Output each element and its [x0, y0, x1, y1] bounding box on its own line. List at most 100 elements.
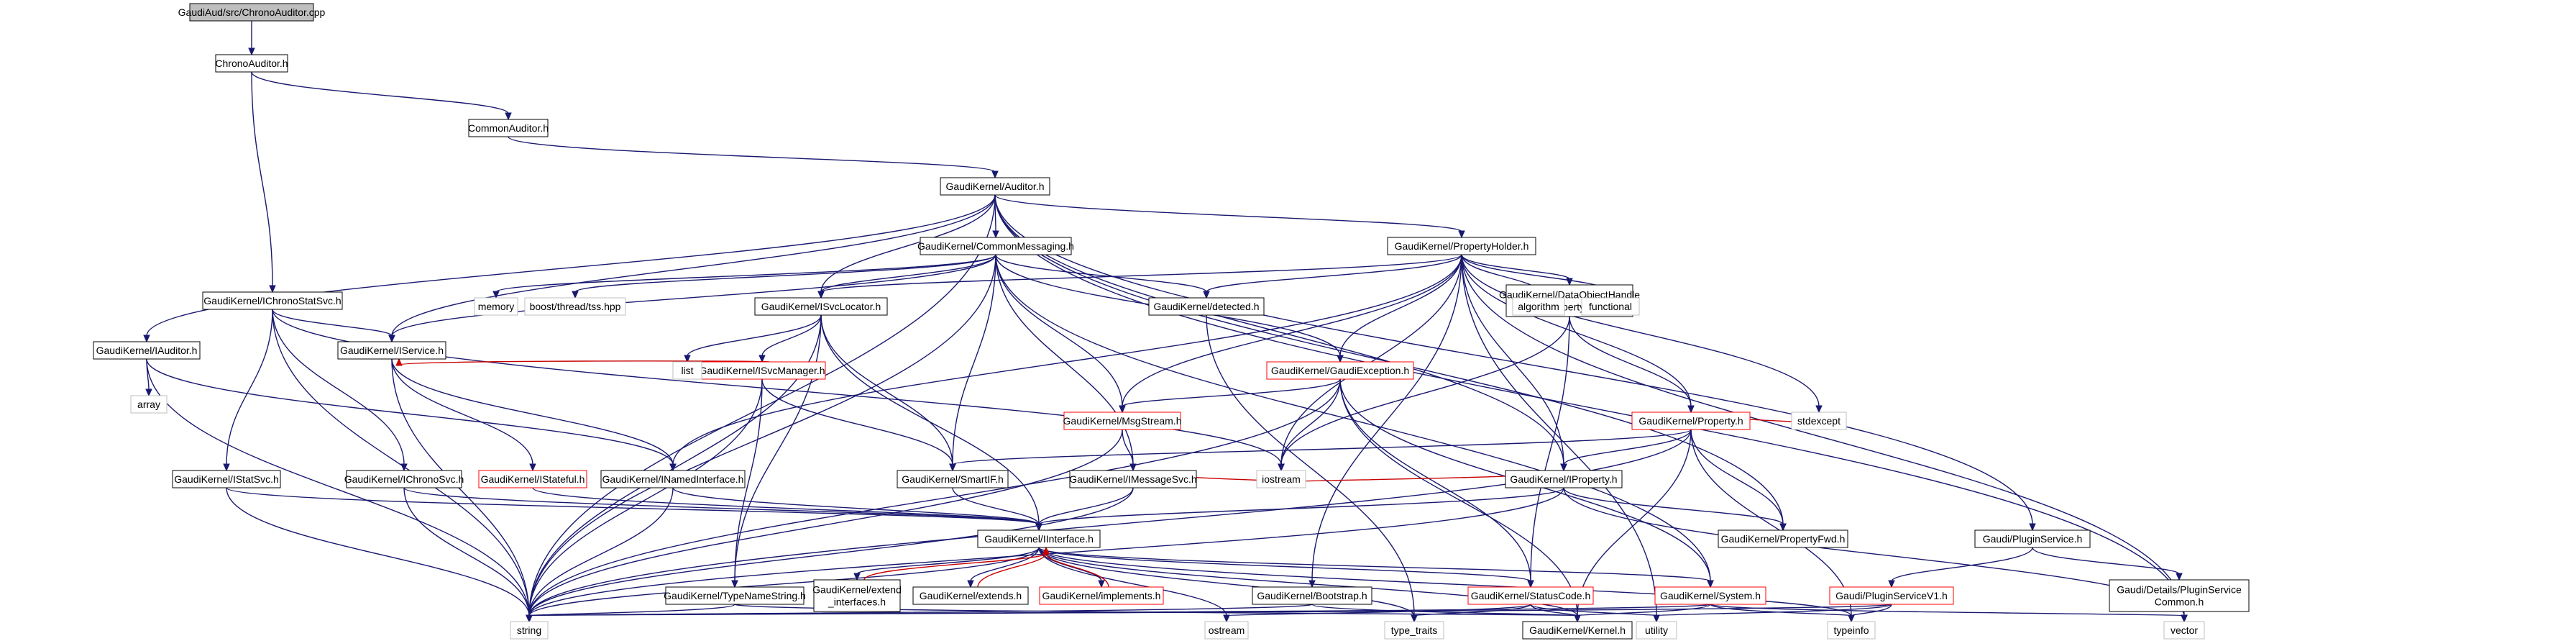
nodes-layer: GaudiAud/src/ChronoAuditor.cppChronoAudi…: [93, 3, 2250, 640]
node-isvcmanager-h[interactable]: GaudiKernel/ISvcManager.h: [698, 361, 826, 380]
node-label: array: [137, 399, 160, 410]
edge-detected_h-to-type_traits: [1206, 314, 1415, 617]
node-extend-interfaces-h[interactable]: GaudiKernel/extend_interfaces.h: [812, 579, 902, 612]
node-gaudiexception-h[interactable]: GaudiKernel/GaudiException.h: [1266, 361, 1414, 380]
node-isvclocator-h[interactable]: GaudiKernel/ISvcLocator.h: [754, 297, 888, 316]
node-box: [346, 470, 462, 488]
node-box: [1505, 470, 1623, 488]
arrowhead-chronoauditor_h-to-commonauditor_h: [505, 112, 512, 121]
node-chronoauditor-cpp[interactable]: GaudiAud/src/ChronoAuditor.cpp: [178, 3, 326, 22]
node-detected-h[interactable]: GaudiKernel/detected.h: [1148, 297, 1265, 316]
node-istateful-h[interactable]: GaudiKernel/IStateful.h: [478, 470, 587, 488]
arrowhead-auditor_h-to-pluginservice_h: [2029, 523, 2036, 532]
node-propertyfwd-h[interactable]: GaudiKernel/PropertyFwd.h: [1718, 529, 1848, 548]
node-chronoauditor-h[interactable]: ChronoAuditor.h: [215, 54, 288, 73]
edge-gaudiexception_h-to-msgstream_h: [1122, 378, 1341, 407]
node-smartif-h[interactable]: GaudiKernel/SmartIF.h: [897, 470, 1009, 488]
node-box: [1631, 412, 1751, 430]
edge-auditor_h-to-iauditor_h: [146, 194, 996, 337]
edge-commonmessaging_h-to-memory: [495, 254, 996, 293]
node-imessagesvc-h[interactable]: GaudiKernel/IMessageSvc.h: [1069, 470, 1197, 488]
node-auditor-h[interactable]: GaudiKernel/Auditor.h: [940, 177, 1050, 196]
edge-pluginservice_h-to-pluginservicecommon_h: [2032, 547, 2180, 575]
node-box: [1467, 586, 1594, 605]
node-iproperty-h[interactable]: GaudiKernel/IProperty.h: [1505, 470, 1623, 488]
node-bootstrap-h[interactable]: GaudiKernel/Bootstrap.h: [1252, 586, 1372, 605]
node-label: GaudiKernel/ISvcManager.h: [699, 365, 825, 376]
edge-msgstream_h-to-imessagesvc_h: [1122, 429, 1134, 465]
node-iauditor-h[interactable]: GaudiKernel/IAuditor.h: [93, 341, 201, 360]
edge-auditor_h-to-string: [528, 194, 996, 617]
node-algorithm: algorithm: [1512, 297, 1565, 316]
node-label: Common.h: [2155, 596, 2204, 608]
node-commonmessaging-h[interactable]: GaudiKernel/CommonMessaging.h: [917, 237, 1074, 255]
node-pluginservicev1-h[interactable]: Gaudi/PluginServiceV1.h: [1829, 586, 1954, 605]
node-label: GaudiKernel/Auditor.h: [946, 181, 1045, 192]
node-box: [172, 470, 281, 488]
node-label: GaudiKernel/PropertyHolder.h: [1395, 240, 1529, 252]
node-label: GaudiKernel/MsgStream.h: [1063, 415, 1182, 427]
edge-istatsvc_h-to-string: [226, 487, 530, 617]
node-label: utility: [1645, 624, 1668, 636]
edge-extends_h-to-iinterface_h: [977, 553, 1047, 588]
edge-isvcmanager_h-to-iservice_h: [398, 360, 770, 365]
node-kernel-h[interactable]: GaudiKernel/Kernel.h: [1522, 621, 1633, 640]
node-propertyholder-h[interactable]: GaudiKernel/PropertyHolder.h: [1387, 237, 1536, 255]
node-label: GaudiKernel/extend: [812, 584, 902, 596]
edge-ichronosvc_h-to-string: [403, 487, 530, 617]
node-box: [813, 579, 901, 612]
arrowhead-pluginservice_h-to-pluginservicecommon_h: [2176, 573, 2183, 581]
edge-property_h-to-kernel_h: [1577, 429, 1692, 617]
edge-ichronostatsvc_h-to-iservice_h: [272, 309, 393, 337]
edge-iauditor_h-to-string: [146, 358, 530, 617]
edge-istatsvc_h-to-iinterface_h: [226, 487, 1040, 525]
edge-istateful_h-to-iinterface_h: [532, 487, 1040, 525]
node-box: [215, 54, 288, 73]
edge-system_h-to-string: [528, 604, 1711, 617]
arrowhead-iinterface_h-to-implements_h: [1098, 580, 1105, 588]
edge-imessagesvc_h-to-iinterface_h: [1038, 487, 1134, 525]
node-list: list: [672, 361, 702, 380]
edge-iinterface_h-to-system_h: [1038, 547, 1711, 582]
node-commonauditor-h[interactable]: CommonAuditor.h: [468, 119, 549, 137]
node-extends-h[interactable]: GaudiKernel/extends.h: [912, 586, 1029, 605]
node-statuscode-h[interactable]: GaudiKernel/StatusCode.h: [1467, 586, 1594, 605]
edge-isvclocator_h-to-smartif_h: [820, 314, 953, 465]
node-box: [1252, 586, 1372, 605]
edge-iinterface_h-to-kernel_h: [1038, 547, 1578, 617]
node-box: [1512, 297, 1565, 316]
node-iservice-h[interactable]: GaudiKernel/IService.h: [337, 341, 446, 360]
node-typenamestring-h[interactable]: GaudiKernel/TypeNameString.h: [664, 586, 806, 605]
edge-property_h-to-propertyfwd_h: [1690, 429, 1784, 525]
edge-property_h-to-iproperty_h: [1563, 429, 1692, 465]
node-label: GaudiKernel/SmartIF.h: [902, 473, 1004, 485]
node-inamedinterface-h[interactable]: GaudiKernel/INamedInterface.h: [600, 470, 746, 488]
node-ichronosvc-h[interactable]: GaudiKernel/IChronoSvc.h: [344, 470, 464, 488]
arrowhead-chronoauditor_h-to-ichronostatsvc_h: [269, 285, 276, 294]
edge-iinterface_h-to-ostream: [1038, 547, 1227, 617]
node-ichronostatsvc-h[interactable]: GaudiKernel/IChronoStatSvc.h: [202, 291, 343, 310]
node-pluginservice-h[interactable]: Gaudi/PluginService.h: [1974, 529, 2091, 548]
arrowhead-statuscode_h-to-ostream: [1223, 614, 1230, 623]
node-label: stdexcept: [1797, 415, 1841, 427]
edge-iproperty_h-to-iinterface_h: [1038, 487, 1564, 525]
node-box: [1522, 621, 1633, 640]
node-iinterface-h[interactable]: GaudiKernel/IInterface.h: [977, 529, 1101, 548]
node-label: GaudiKernel/Property.h: [1638, 415, 1743, 427]
edge-gaudiexception_h-to-statuscode_h: [1339, 378, 1531, 582]
edge-implements_h-to-iinterface_h: [1045, 553, 1109, 588]
node-ostream: ostream: [1204, 621, 1249, 640]
node-property-h[interactable]: GaudiKernel/Property.h: [1631, 412, 1751, 430]
node-istatsvc-h[interactable]: GaudiKernel/IStatSvc.h: [172, 470, 281, 488]
edge-propertyholder_h-to-utility: [1461, 254, 1657, 617]
node-system-h[interactable]: GaudiKernel/System.h: [1654, 586, 1766, 605]
arrowhead-propertyholder_h-to-stdexcept: [1815, 405, 1823, 414]
arrowhead-pluginservice_h-to-pluginservicev1_h: [1888, 580, 1895, 588]
node-implements-h[interactable]: GaudiKernel/implements.h: [1039, 586, 1164, 605]
node-label: typeinfo: [1833, 624, 1869, 636]
arrowhead-commonmessaging_h-to-boost_threadtss: [572, 291, 579, 299]
node-box: [1266, 361, 1414, 380]
node-msgstream-h[interactable]: GaudiKernel/MsgStream.h: [1063, 412, 1182, 430]
